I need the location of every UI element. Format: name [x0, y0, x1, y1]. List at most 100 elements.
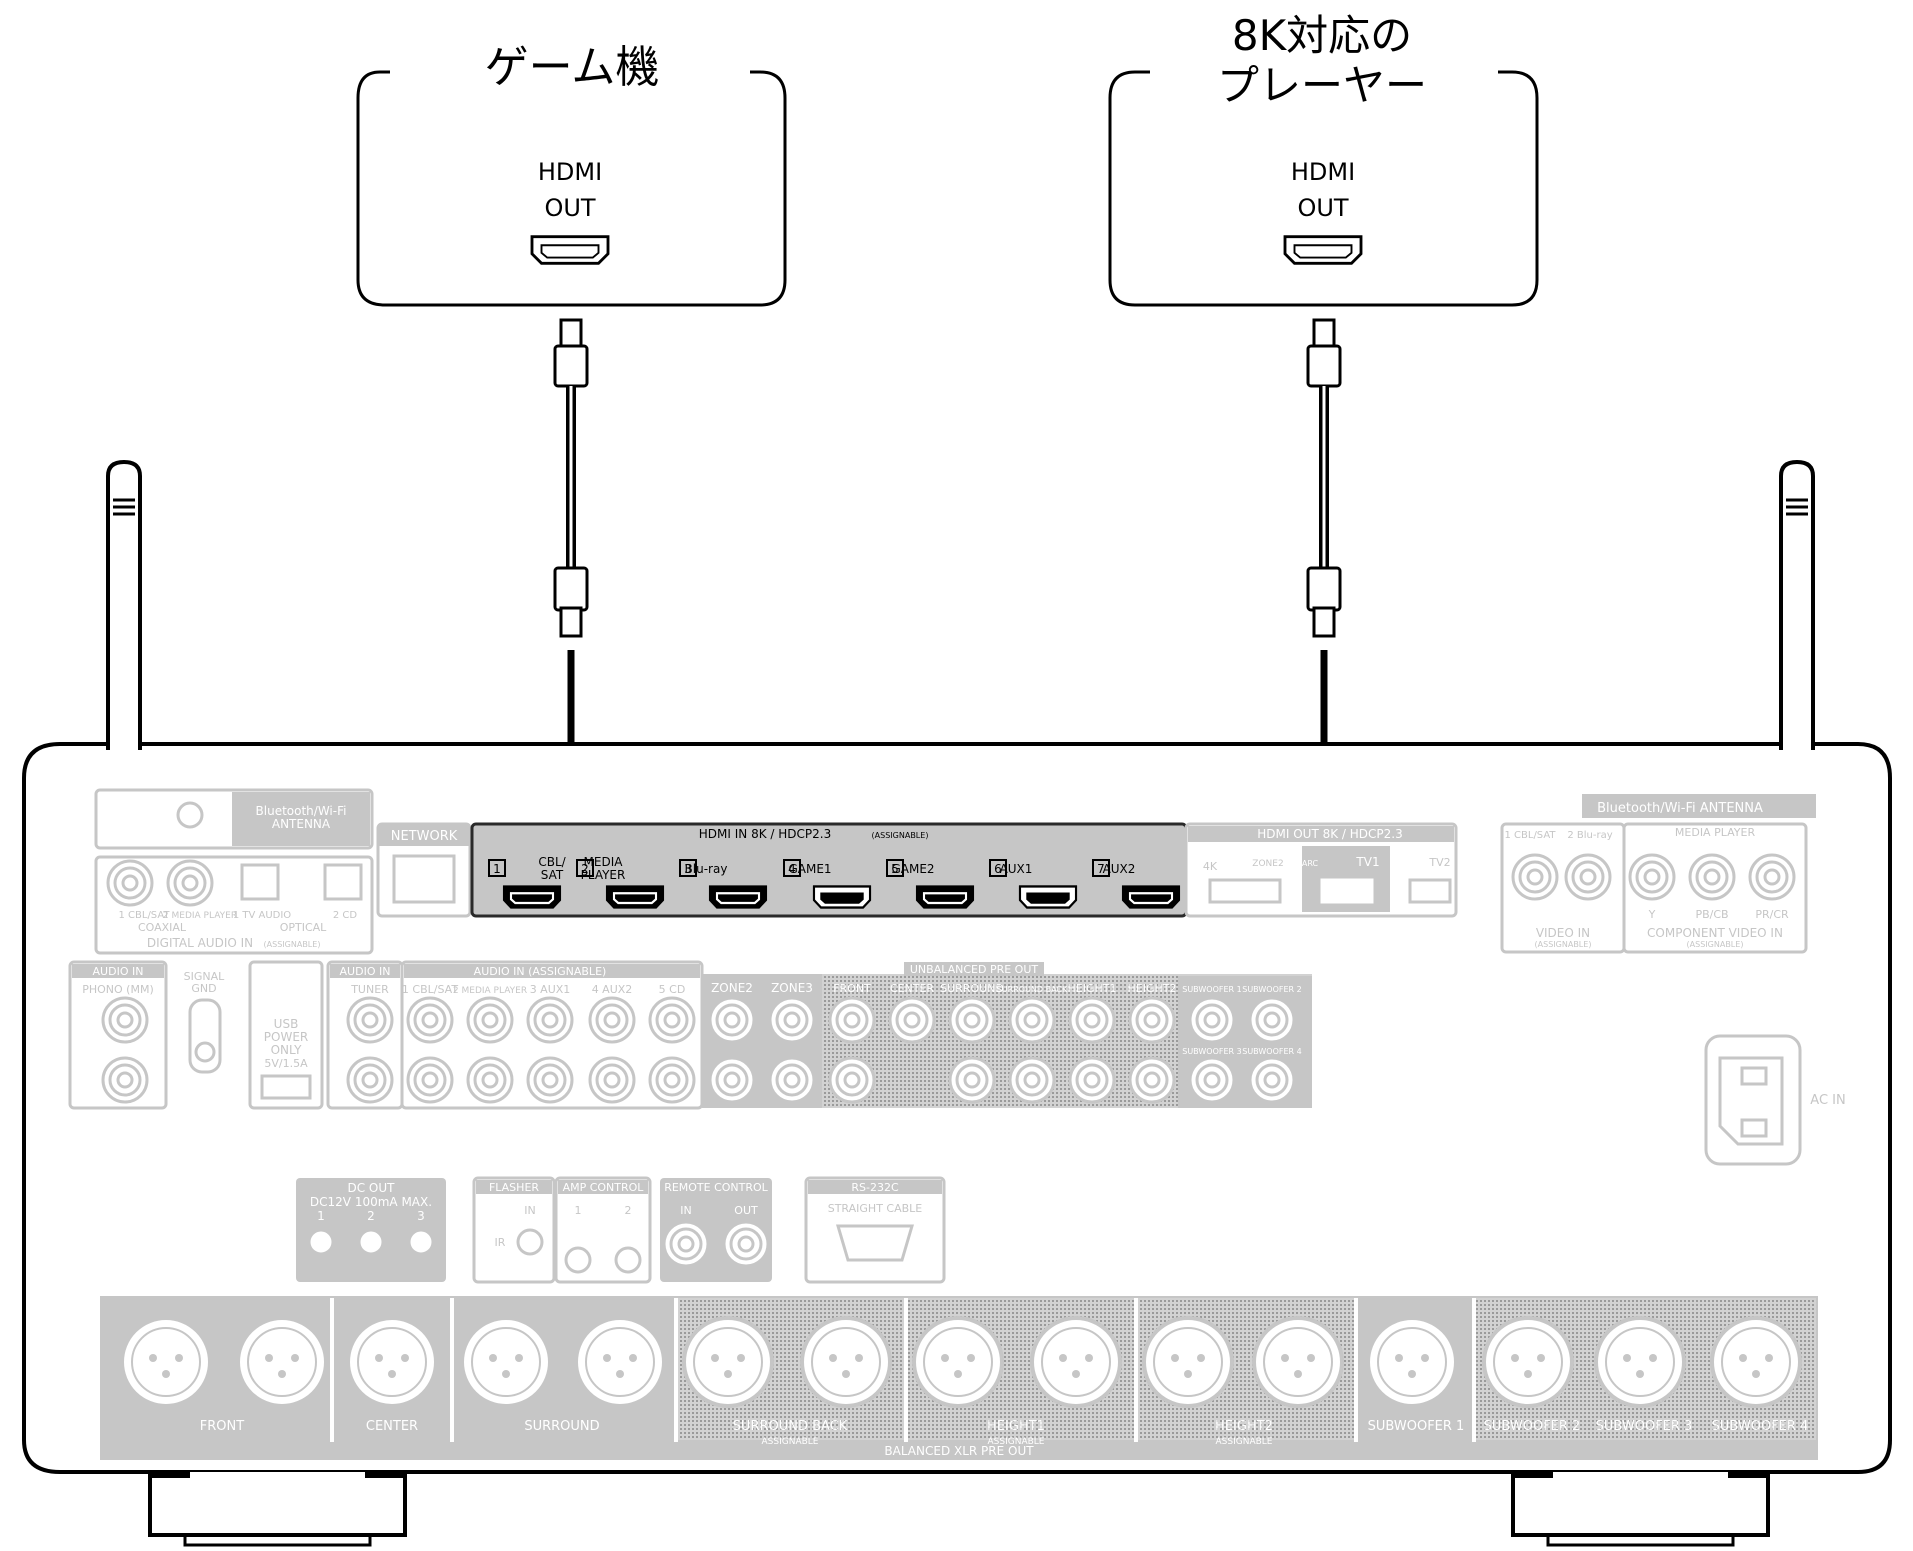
- tuner-r-jack[interactable]: [346, 1056, 394, 1104]
- hdmi-in-4-number: 4: [788, 862, 796, 876]
- remote-in-jack[interactable]: [662, 1220, 710, 1268]
- audio-in-5-r-jack[interactable]: [648, 1056, 696, 1104]
- xlr-jack-3[interactable]: [346, 1316, 438, 1408]
- player-hdmi-out-port[interactable]: [1283, 235, 1363, 265]
- xlr-jack-13[interactable]: [1482, 1316, 1574, 1408]
- preout-7-l-jack[interactable]: [1188, 996, 1236, 1044]
- hdmi-out-zone2-port[interactable]: [1208, 878, 1282, 904]
- preout-3-r-jack[interactable]: [948, 1056, 996, 1104]
- phono-l-jack[interactable]: [101, 996, 149, 1044]
- antenna-left[interactable]: [106, 459, 142, 750]
- audio-in-3-r-jack[interactable]: [526, 1056, 574, 1104]
- preout-1-l-jack[interactable]: [828, 996, 876, 1044]
- xlr-label-2: CENTER: [366, 1419, 418, 1434]
- xlr-jack-15[interactable]: [1710, 1316, 1802, 1408]
- tuner-l-jack[interactable]: [346, 996, 394, 1044]
- xlr-jack-10[interactable]: [1142, 1316, 1234, 1408]
- xlr-jack-9[interactable]: [1030, 1316, 1122, 1408]
- preout-5-l-jack[interactable]: [1068, 996, 1116, 1044]
- hdmi-in-1-port[interactable]: [502, 885, 562, 909]
- remote-control-header: REMOTE CONTROL: [664, 1181, 768, 1194]
- remote-out-jack[interactable]: [722, 1220, 770, 1268]
- preout-4-r-jack[interactable]: [1008, 1056, 1056, 1104]
- xlr-jack-6[interactable]: [682, 1316, 774, 1408]
- xlr-jack-7[interactable]: [800, 1316, 892, 1408]
- dc-out-3-jack[interactable]: [407, 1228, 435, 1256]
- flasher-header: FLASHER: [489, 1181, 539, 1194]
- zone2-l-jack[interactable]: [708, 996, 756, 1044]
- hdmi-in-1-label: SAT: [541, 868, 564, 882]
- phono-r-jack[interactable]: [101, 1056, 149, 1104]
- xlr-jack-1[interactable]: [120, 1316, 212, 1408]
- preout-5-r-jack[interactable]: [1068, 1056, 1116, 1104]
- network-port[interactable]: [392, 854, 456, 904]
- hdmi-in-1-number-box: [488, 859, 506, 877]
- hdmi-in-6-port[interactable]: [1018, 885, 1078, 909]
- dc-out-1-jack[interactable]: [307, 1228, 335, 1256]
- hdmi-out-arc: ARC: [1302, 859, 1319, 868]
- xlr-label-6: HEIGHT2: [1215, 1419, 1273, 1434]
- hdmi-out-tv1-port[interactable]: [1320, 878, 1374, 904]
- optical-2-port[interactable]: [323, 863, 363, 901]
- hdmi-in-7-port[interactable]: [1121, 885, 1181, 909]
- xlr-jack-11[interactable]: [1252, 1316, 1344, 1408]
- preout-6-r-jack[interactable]: [1128, 1056, 1176, 1104]
- audio-in-4-l-jack[interactable]: [588, 996, 636, 1044]
- coaxial-2-jack[interactable]: [166, 859, 214, 907]
- preout-8-l-jack[interactable]: [1248, 996, 1296, 1044]
- preout-3-l-jack[interactable]: [948, 996, 996, 1044]
- preout-7-r-jack[interactable]: [1188, 1056, 1236, 1104]
- xlr-jack-2[interactable]: [236, 1316, 328, 1408]
- ac-inlet[interactable]: [1718, 1056, 1784, 1146]
- antenna-right[interactable]: [1779, 459, 1815, 750]
- amp-control-1-jack[interactable]: [564, 1246, 592, 1274]
- xlr-jack-14[interactable]: [1594, 1316, 1686, 1408]
- preout-1-r-jack[interactable]: [828, 1056, 876, 1104]
- preout-8-r-jack[interactable]: [1248, 1056, 1296, 1104]
- game-hdmi-out-port[interactable]: [530, 235, 610, 265]
- component-footer: COMPONENT VIDEO IN: [1647, 926, 1783, 940]
- signal-gnd-line2: GND: [191, 982, 216, 995]
- zone3-r-jack[interactable]: [768, 1056, 816, 1104]
- hdmi-out-tv2: TV2: [1428, 856, 1450, 869]
- rs232c-port[interactable]: [835, 1224, 915, 1262]
- component-y-jack[interactable]: [1628, 853, 1676, 901]
- usb-port[interactable]: [260, 1074, 312, 1100]
- preout-4-l-jack[interactable]: [1008, 996, 1056, 1044]
- audio-in-1-r-jack[interactable]: [406, 1056, 454, 1104]
- hdmi-in-2-port[interactable]: [605, 885, 665, 909]
- optical-1-label: 1 TV AUDIO: [233, 910, 291, 921]
- coaxial-1-jack[interactable]: [106, 859, 154, 907]
- xlr-jack-8[interactable]: [912, 1316, 1004, 1408]
- component-pb-jack[interactable]: [1688, 853, 1736, 901]
- audio-in-2-r-jack[interactable]: [466, 1056, 514, 1104]
- dc-out-2-jack[interactable]: [357, 1228, 385, 1256]
- component-pr-jack[interactable]: [1748, 853, 1796, 901]
- audio-in-1-l-jack[interactable]: [406, 996, 454, 1044]
- xlr-jack-5[interactable]: [574, 1316, 666, 1408]
- hdmi-in-header: HDMI IN 8K / HDCP2.3: [699, 827, 831, 841]
- preout-6-l-jack[interactable]: [1128, 996, 1176, 1044]
- amp-control-2-jack[interactable]: [614, 1246, 642, 1274]
- hdmi-in-2-number: 2: [581, 862, 589, 876]
- audio-in-2-l-jack[interactable]: [466, 996, 514, 1044]
- hdmi-in-5-port[interactable]: [915, 885, 975, 909]
- audio-in-5-l-jack[interactable]: [648, 996, 696, 1044]
- flasher-jack[interactable]: [516, 1228, 544, 1256]
- hdmi-in-3-port[interactable]: [708, 885, 768, 909]
- optical-1-port[interactable]: [240, 863, 280, 901]
- ac-in-block: AC IN: [1704, 1034, 1846, 1166]
- audio-in-4-r-jack[interactable]: [588, 1056, 636, 1104]
- zone2-r-jack[interactable]: [708, 1056, 756, 1104]
- xlr-jack-12[interactable]: [1366, 1316, 1458, 1408]
- phono-header: AUDIO IN: [93, 965, 144, 978]
- audio-in-3-l-jack[interactable]: [526, 996, 574, 1044]
- video-in-2-jack[interactable]: [1564, 853, 1612, 901]
- hdmi-out-tv2-port[interactable]: [1408, 878, 1452, 904]
- video-in-1-jack[interactable]: [1511, 853, 1559, 901]
- zone3-l-jack[interactable]: [768, 996, 816, 1044]
- xlr-jack-4[interactable]: [460, 1316, 552, 1408]
- hdmi-in-4-port[interactable]: [812, 885, 872, 909]
- preout-2-l-jack[interactable]: [888, 996, 936, 1044]
